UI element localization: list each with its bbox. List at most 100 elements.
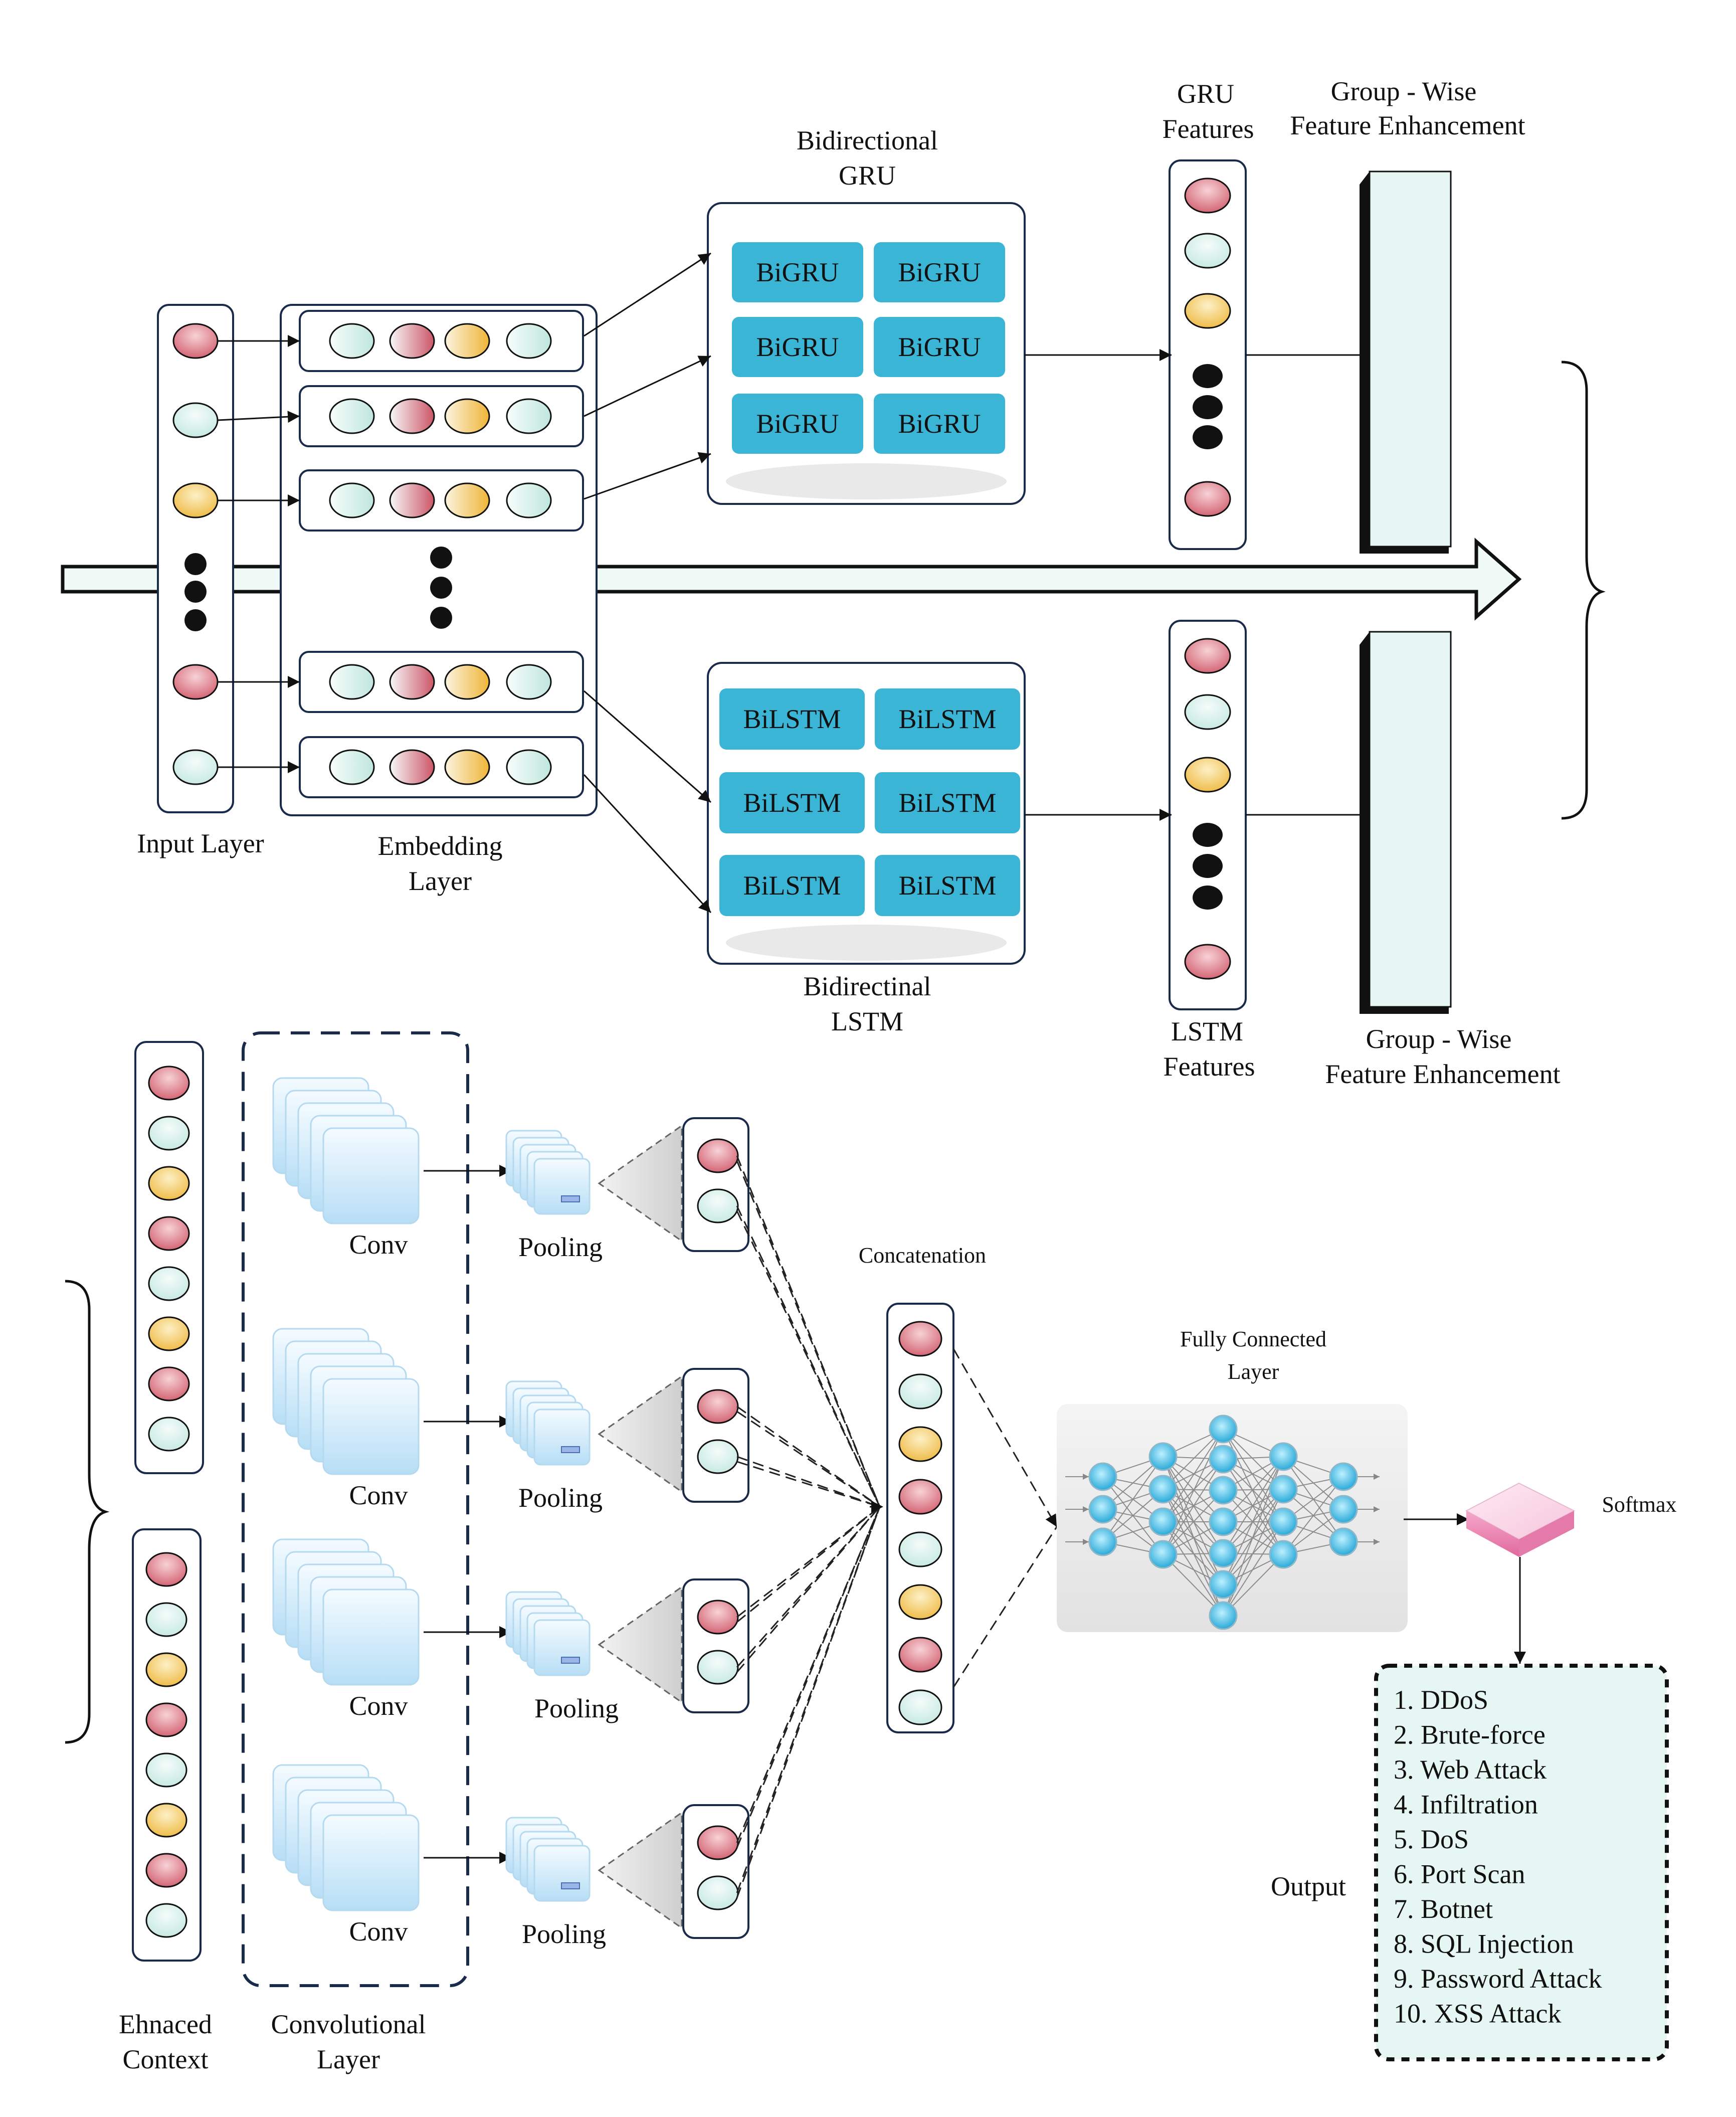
fc-node [1088, 1462, 1117, 1491]
gru-features [1169, 159, 1247, 550]
output-class-item: 5. DoS [1394, 1824, 1469, 1854]
conv-branch: Conv Pooling [272, 1328, 749, 1513]
context-node [148, 1266, 190, 1301]
pooling-label: Pooling [518, 1232, 603, 1262]
bilstm-title-2: LSTM [831, 1006, 903, 1036]
bilstm-cell-label: BiLSTM [743, 704, 841, 734]
output-class-item: 10. XSS Attack [1394, 1999, 1562, 2029]
embedding-layer-label-2: Layer [409, 866, 472, 896]
context-node [148, 1116, 190, 1151]
pooling-maps [505, 1380, 591, 1466]
context-node [148, 1417, 190, 1452]
enhanced-context-label-1: Ehnaced [119, 2009, 212, 2039]
gwfe-bottom-label-2: Feature Enhancement [1325, 1059, 1560, 1089]
embedding-node [506, 323, 552, 359]
bigru-cell: BiGRU [874, 242, 1005, 302]
enhanced-context-label-2: Context [123, 2044, 209, 2074]
context-node [148, 1316, 190, 1351]
fc-node [1269, 1442, 1298, 1471]
pooling-maps [505, 1591, 591, 1676]
bigru-cell-label: BiGRU [898, 257, 981, 287]
bilstm-cell: BiLSTM [875, 772, 1020, 833]
concat-node [898, 1531, 942, 1567]
embedding-node [506, 482, 552, 518]
input-node [172, 749, 219, 785]
embedding-node [506, 749, 552, 785]
bilstm-cell-label: BiLSTM [898, 704, 996, 734]
concatenation-label: Concatenation [859, 1243, 986, 1268]
softmax-label: Softmax [1602, 1492, 1676, 1517]
output-label: Output [1271, 1871, 1346, 1901]
embedding-node [506, 664, 552, 700]
bigru-title-1: Bidirectional [797, 125, 938, 155]
output-class-item: 6. Port Scan [1394, 1859, 1525, 1889]
gwfe-bottom-block [1360, 631, 1452, 1014]
pooling-maps [505, 1130, 591, 1215]
pooling-cone [598, 1585, 683, 1704]
input-layer [157, 304, 234, 813]
embedding-row [299, 736, 584, 798]
fc-node [1148, 1507, 1178, 1536]
context-node [145, 1752, 187, 1788]
conv-label: Conv [349, 1691, 408, 1721]
bilstm-title-1: Bidirectinal [804, 971, 931, 1001]
bigru-cell-label: BiGRU [756, 257, 839, 287]
ellipsis-dot [184, 553, 207, 575]
bilstm-cell: BiLSTM [875, 855, 1020, 916]
context-node [145, 1602, 187, 1637]
fc-node [1088, 1527, 1117, 1556]
embedding-layer [280, 304, 598, 816]
pooling-label: Pooling [518, 1483, 603, 1513]
embedding-layer-label-1: Embedding [378, 831, 503, 861]
embedding-to-recurrent-arrows [583, 252, 712, 914]
enhanced-context-bottom [132, 1528, 202, 1962]
concat-node [898, 1689, 942, 1725]
pooling-cone [598, 1811, 683, 1929]
fc-node [1209, 1507, 1238, 1536]
concat-to-fc-lines [952, 1348, 1058, 1688]
embedding-node [389, 398, 435, 434]
conv-label: Conv [349, 1480, 408, 1510]
fc-node [1148, 1540, 1178, 1569]
bigru-cell: BiGRU [732, 317, 863, 377]
pooled-output [682, 1117, 749, 1252]
pooling-maps [505, 1817, 591, 1902]
embedding-node [329, 323, 375, 359]
enhanced-context-top [134, 1041, 204, 1474]
output-classes-box: 1. DDoS 2. Brute-force 3. Web Attack 4. Inf… [1374, 1664, 1669, 2061]
conv-layer-label-2: Layer [317, 2044, 380, 2074]
bilstm-cell-label: BiLSTM [898, 870, 996, 901]
context-node [148, 1216, 190, 1251]
concat-node [898, 1426, 942, 1462]
embedding-node [389, 482, 435, 518]
output-class-item: 1. DDoS [1394, 1685, 1488, 1715]
gru-features-label-1: GRU [1177, 79, 1234, 109]
context-node [145, 1652, 187, 1687]
output-class-item: 4. Infiltration [1394, 1790, 1538, 1820]
left-brace [65, 1280, 110, 1744]
concat-node [898, 1584, 942, 1620]
pooled-output [682, 1368, 749, 1503]
embedding-node [329, 398, 375, 434]
ellipsis-dot [430, 547, 452, 569]
fully-connected-layer [1057, 1404, 1408, 1632]
bigru-cell: BiGRU [732, 394, 863, 454]
input-node [172, 482, 219, 518]
bigru-title-2: GRU [839, 160, 896, 191]
fc-node [1209, 1601, 1238, 1630]
gwfe-top-label-1: Group - Wise [1331, 76, 1477, 106]
output-class-item: 2. Brute-force [1394, 1720, 1546, 1750]
output-class-item: 3. Web Attack [1394, 1754, 1547, 1785]
pooling-cone [598, 1124, 683, 1243]
embedding-node [389, 323, 435, 359]
bigru-cell-label: BiGRU [756, 409, 839, 439]
context-node [145, 1552, 187, 1587]
ellipsis-dot [184, 581, 207, 603]
bilstm-cell: BiLSTM [719, 688, 865, 750]
concat-node [898, 1637, 942, 1673]
gwfe-top-label-2: Feature Enhancement [1290, 110, 1525, 140]
pooling-to-concatenation-lines [736, 1155, 883, 1898]
